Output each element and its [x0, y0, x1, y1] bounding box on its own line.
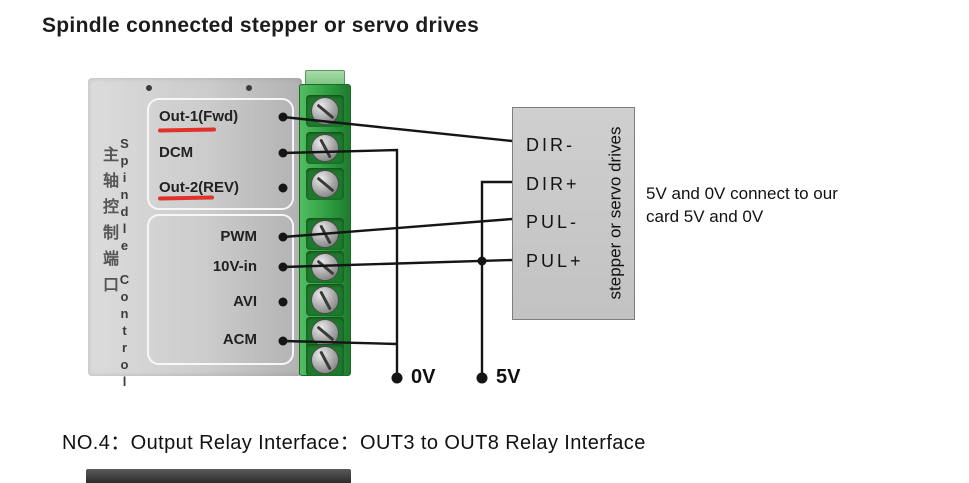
page-title: Spindle connected stepper or servo drive…: [42, 14, 480, 37]
pin-label-10v-in: 10V-in: [212, 258, 257, 275]
terminal-block: [299, 84, 351, 376]
screw-terminal-icon: [306, 344, 344, 376]
drive-pin-pul-minus: PUL-: [526, 212, 580, 232]
pin-label-avi: AVI: [233, 293, 257, 310]
drive-side-label: stepper or servo drives: [605, 126, 625, 300]
label-0v: 0V: [411, 366, 436, 388]
drive-pin-pul-plus: PUL+: [526, 251, 584, 271]
caption-text: NO.4：Output Relay Interface：OUT3 to OUT8…: [62, 432, 646, 454]
screw-terminal-icon: [306, 251, 344, 283]
screw-terminal-icon: [306, 95, 344, 127]
note-text: 5V and 0V connect to our card 5V and 0V: [646, 184, 838, 227]
screw-terminal-icon: [306, 284, 344, 316]
drive-pin-dir-plus: DIR+: [526, 174, 580, 194]
screw-terminal-icon: [306, 218, 344, 250]
pin-label-out1-fwd: Out-1(Fwd): [159, 108, 239, 125]
5v-terminal-dot: [476, 372, 488, 384]
label-5v: 5V: [496, 366, 521, 388]
wire-dir-plus-to-5v: [480, 180, 512, 378]
pin-label-dcm: DCM: [159, 144, 194, 161]
screw-terminal-icon: [306, 132, 344, 164]
drive-box: [512, 107, 635, 320]
screw-terminal-icon: [306, 168, 344, 200]
junction-dot: [477, 256, 487, 266]
mounting-hole-icon: [246, 85, 252, 91]
pin-label-out2-rev: Out-2(REV): [159, 179, 239, 196]
pin-label-acm: ACM: [222, 331, 257, 348]
drive-pin-dir-minus: DIR-: [526, 135, 575, 155]
bottom-strip: [86, 469, 351, 483]
pin-label-pwm: PWM: [220, 228, 257, 245]
panel-label-english: Spindle Control: [117, 136, 132, 391]
mounting-hole-icon: [146, 85, 152, 91]
panel-label-chinese: 主轴控制端口: [100, 146, 117, 302]
0v-terminal-dot: [391, 372, 403, 384]
